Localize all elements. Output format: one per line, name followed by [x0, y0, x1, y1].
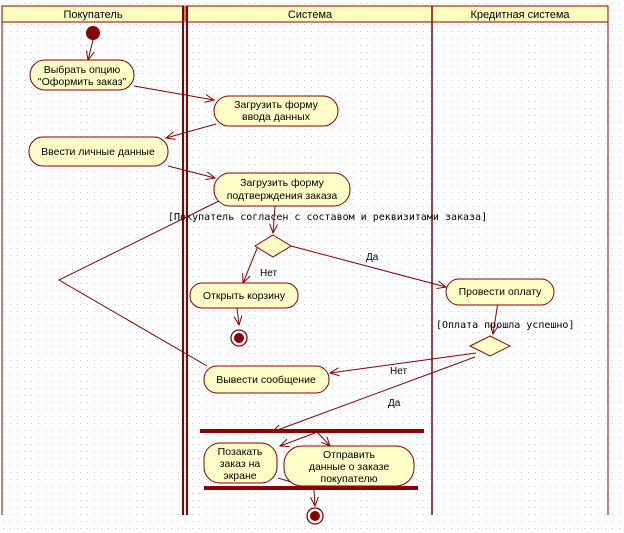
svg-text:подтверждения заказа: подтверждения заказа: [227, 190, 338, 202]
fork-bar: [200, 429, 424, 433]
svg-text:ввода данных: ввода данных: [242, 111, 311, 123]
svg-text:Отправить: Отправить: [323, 449, 376, 461]
initial-node: [86, 26, 100, 40]
activity-enter-personal-data: Ввести личные данные: [28, 136, 169, 167]
svg-text:Загрузить форму: Загрузить форму: [234, 99, 319, 111]
final-node-cart: [230, 329, 248, 347]
final-node-end: [306, 507, 324, 525]
label-yes-1: Да: [366, 252, 379, 263]
activity-show-order-on-screen: Позакать заказ на экране: [203, 442, 278, 484]
svg-text:Выбрать опцию: Выбрать опцию: [44, 64, 121, 76]
activity-process-payment: Провести оплату: [445, 278, 555, 306]
activity-show-message: Вывести сообщение: [203, 365, 330, 394]
lane-credit-system: Кредитная система: [470, 9, 570, 21]
svg-text:Открыть корзину: Открыть корзину: [203, 290, 286, 302]
lane-separators: [1, 6, 609, 515]
decision-payment: [468, 335, 512, 357]
edges: [57, 39, 498, 506]
lane-headers: Покупатель Система Кредитная система: [1, 5, 609, 23]
svg-text:данные о заказе: данные о заказе: [309, 461, 390, 473]
guard-agree: [Покупатель согласен с составом и реквиз…: [168, 212, 487, 223]
decision-agree: [254, 234, 292, 258]
svg-text:Провести оплату: Провести оплату: [459, 286, 543, 298]
svg-text:экране: экране: [223, 470, 256, 482]
svg-text:покупателю: покупателю: [321, 473, 378, 485]
svg-text:Вывести сообщение: Вывести сообщение: [216, 374, 316, 386]
svg-text:Ввести личные данные: Ввести личные данные: [41, 146, 155, 158]
lane-buyer: Покупатель: [63, 9, 122, 21]
activity-send-order-data: Отправить данные о заказе покупателю: [283, 445, 415, 487]
svg-text:"Оформить заказ": "Оформить заказ": [38, 76, 127, 88]
svg-text:Позакать: Позакать: [218, 446, 263, 458]
label-yes-2: Да: [388, 398, 401, 409]
svg-text:Загрузить форму: Загрузить форму: [240, 177, 325, 189]
svg-text:заказ на: заказ на: [220, 458, 261, 470]
activity-choose-order: Выбрать опцию "Оформить заказ": [29, 59, 135, 91]
activity-load-confirmation-form: Загрузить форму подтверждения заказа: [213, 172, 351, 207]
lane-system: Система: [288, 9, 333, 21]
guard-payment-ok: [Оплата прошла успешно]: [436, 320, 574, 331]
label-no-1: Нет: [260, 268, 277, 279]
activity-open-cart: Открыть корзину: [189, 282, 299, 309]
label-no-2: Нет: [390, 366, 407, 377]
join-bar: [204, 486, 418, 490]
activity-load-form: Загрузить форму ввода данных: [213, 95, 339, 127]
